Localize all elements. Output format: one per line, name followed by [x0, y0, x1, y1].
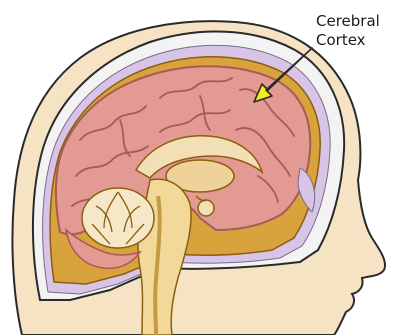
label-line-1: Cerebral: [316, 12, 380, 31]
cerebellum: [82, 188, 154, 248]
label-line-2: Cortex: [316, 31, 380, 50]
cerebral-cortex-label: Cerebral Cortex: [316, 12, 380, 50]
pituitary: [198, 200, 214, 216]
